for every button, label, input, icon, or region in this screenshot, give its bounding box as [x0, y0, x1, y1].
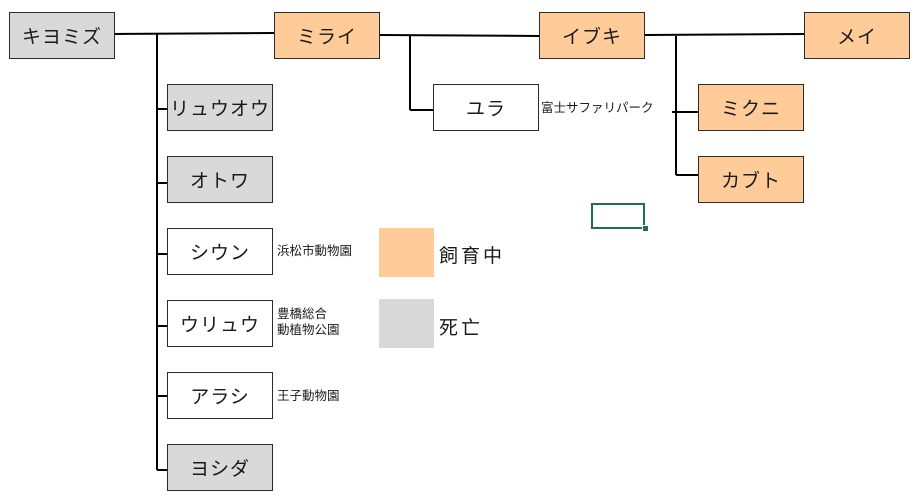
node-mirai-label: ミライ: [296, 26, 357, 48]
node-ryuou[interactable]: リュウオウ: [167, 84, 273, 131]
uryuu-location-note: 豊橋総合 動植物公園: [277, 306, 340, 338]
node-kabuto-label: カブト: [720, 170, 781, 192]
legend-alive-swatch: [379, 228, 434, 277]
node-yoshida-label: ヨシダ: [189, 458, 250, 480]
node-yoshida[interactable]: ヨシダ: [167, 444, 273, 491]
node-kabuto[interactable]: カブト: [698, 156, 804, 203]
node-mikuni[interactable]: ミクニ: [698, 84, 804, 131]
node-arashi[interactable]: アラシ: [167, 372, 273, 419]
node-mei-label: メイ: [836, 26, 877, 48]
arashi-location-note: 王子動物園: [277, 388, 340, 403]
node-ibuki[interactable]: イブキ: [539, 12, 645, 59]
node-kiyomizu-label: キヨミズ: [21, 26, 102, 48]
node-otowa-label: オトワ: [189, 170, 250, 192]
node-otowa[interactable]: オトワ: [167, 156, 273, 203]
uryuu-location-line1: 豊橋総合: [277, 306, 328, 321]
node-mirai[interactable]: ミライ: [274, 12, 380, 59]
uryuu-location-line2: 動植物公園: [277, 322, 340, 337]
shion-location-note: 浜松市動物園: [277, 243, 353, 258]
legend-dead-label: 死亡: [439, 317, 484, 339]
fill-handle[interactable]: [642, 225, 649, 232]
node-mei[interactable]: メイ: [804, 12, 910, 59]
legend-dead-swatch: [379, 299, 434, 348]
cell-selection-cursor[interactable]: [591, 203, 645, 229]
node-ibuki-label: イブキ: [561, 26, 622, 48]
node-yura-label: ユラ: [465, 98, 506, 120]
node-shion-label: シウン: [189, 242, 250, 264]
node-kiyomizu[interactable]: キヨミズ: [9, 12, 115, 59]
node-yura[interactable]: ユラ: [433, 84, 539, 131]
node-shion[interactable]: シウン: [167, 228, 273, 275]
yura-location-note: 富士サファリパーク: [541, 100, 654, 115]
node-mikuni-label: ミクニ: [720, 98, 781, 120]
line-kiyomizu-mirai: [114, 32, 275, 35]
legend-alive-label: 飼育中: [439, 245, 506, 267]
line-mirai-ibuki: [379, 34, 540, 37]
node-arashi-label: アラシ: [190, 386, 250, 408]
node-uryuu[interactable]: ウリュウ: [167, 300, 273, 347]
node-ryuou-label: リュウオウ: [169, 98, 270, 120]
node-uryuu-label: ウリュウ: [179, 314, 260, 336]
line-ibuki-mei: [644, 33, 805, 36]
